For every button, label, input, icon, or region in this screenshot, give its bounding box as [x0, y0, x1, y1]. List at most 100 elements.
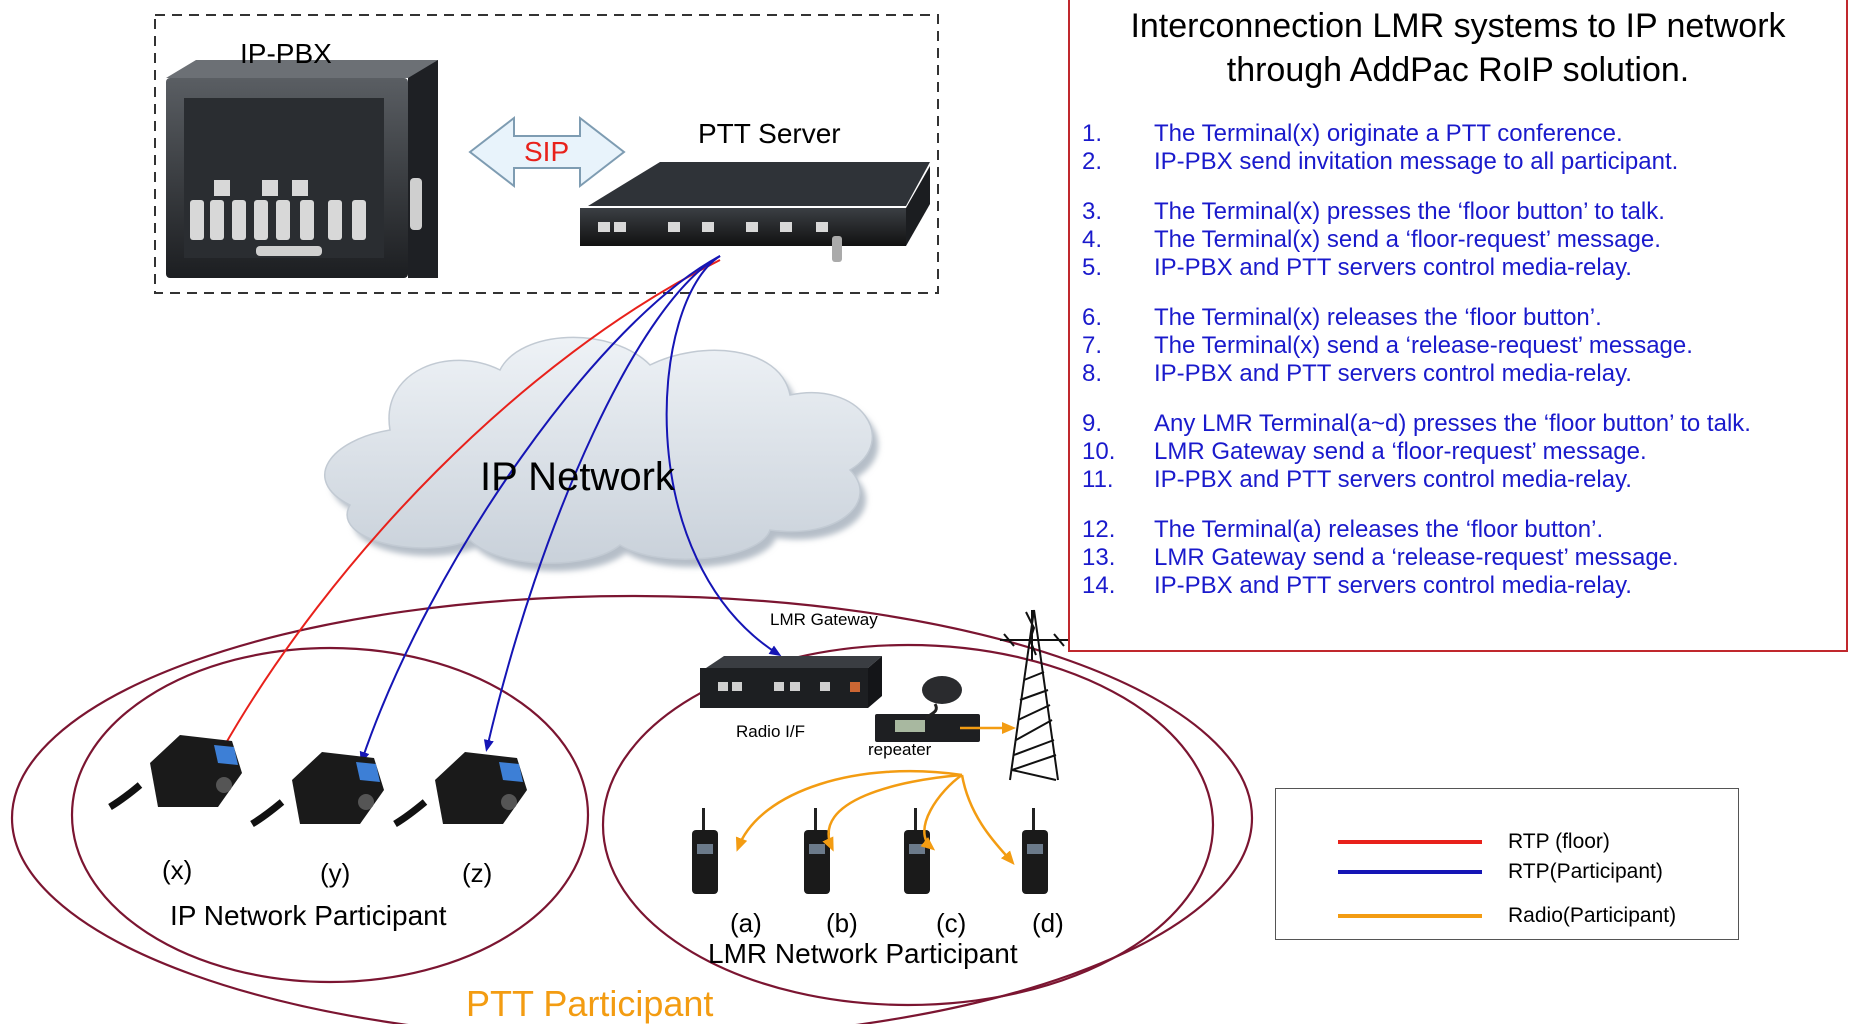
step-text: LMR Gateway send a ‘floor-request’ messa…: [1154, 438, 1647, 465]
phone-label-x: (x): [162, 855, 193, 885]
step-group: 12. The Terminal(a) releases the ‘floor b…: [1082, 516, 1842, 600]
step-text: LMR Gateway send a ‘release-request’ mes…: [1154, 544, 1679, 571]
step-number: 4.: [1082, 226, 1103, 253]
step-number: 2.: [1082, 148, 1103, 175]
step-text: The Terminal(x) send a ‘floor-request’ m…: [1154, 226, 1661, 253]
procedure-step: 11. IP-PBX and PTT servers control media-…: [1082, 466, 1842, 494]
step-group: 6. The Terminal(x) releases the ‘floor bu…: [1082, 304, 1842, 388]
step-number: 11.: [1082, 466, 1114, 493]
radio-handset-a: [692, 808, 718, 894]
legend-label: RTP(Participant): [1508, 860, 1663, 883]
step-text: IP-PBX and PTT servers control media-rel…: [1154, 360, 1632, 387]
procedure-step: 12. The Terminal(a) releases the ‘floor b…: [1082, 516, 1842, 544]
legend-swatch: [1338, 870, 1482, 874]
lmr-gateway-device: [700, 656, 882, 708]
legend-item: RTP (floor): [1276, 827, 1738, 857]
radio-line-a: [735, 769, 963, 852]
procedure-step: 2. IP-PBX send invitation message to all …: [1082, 148, 1842, 176]
step-text: IP-PBX and PTT servers control media-rel…: [1154, 572, 1632, 599]
procedure-title-line1: Interconnection LMR systems to IP networ…: [1130, 7, 1786, 45]
step-number: 1.: [1082, 120, 1103, 147]
radio-handset-b: [804, 808, 830, 894]
step-text: IP-PBX send invitation message to all pa…: [1154, 148, 1679, 175]
procedure-title: Interconnection LMR systems to IP networ…: [1070, 4, 1846, 92]
step-number: 5.: [1082, 254, 1103, 281]
lmr-network-participant-label: LMR Network Participant: [708, 938, 1018, 969]
radio-handset-d: [1022, 808, 1048, 894]
step-text: The Terminal(x) originate a PTT conferen…: [1154, 120, 1623, 147]
ptt-server-label: PTT Server: [698, 118, 841, 149]
radio-if-label: Radio I/F: [736, 722, 805, 741]
repeater-label: repeater: [868, 740, 932, 759]
ip-phone-x: [108, 735, 242, 811]
procedure-steps: 1. The Terminal(x) originate a PTT confer…: [1082, 120, 1842, 622]
ip-phone-z: [393, 752, 527, 828]
procedure-step: 3. The Terminal(x) presses the ‘floor but…: [1082, 198, 1842, 226]
sip-label: SIP: [524, 136, 570, 167]
antenna-tower: [1000, 609, 1070, 781]
procedure-step: 5. IP-PBX and PTT servers control media-r…: [1082, 254, 1842, 282]
procedure-step: 4. The Terminal(x) send a ‘floor-request’…: [1082, 226, 1842, 254]
repeater-device: [875, 676, 980, 742]
radio-line-b: [822, 773, 963, 852]
rtp-participant-line-lmr: [665, 255, 782, 657]
radio-line-c: [920, 773, 963, 851]
legend-item: Radio(Participant): [1276, 901, 1738, 931]
ip-network-label: IP Network: [480, 455, 675, 499]
ip-pbx-label: IP-PBX: [240, 38, 332, 69]
legend-swatch: [1338, 840, 1482, 844]
step-text: IP-PBX and PTT servers control media-rel…: [1154, 254, 1632, 281]
ip-network-participant-group: [70, 646, 590, 984]
ptt-participant-group: [11, 594, 1253, 1024]
step-group: 9.Any LMR Terminal(a~d) presses the ‘flo…: [1082, 410, 1842, 494]
rtp-participant-line-y: [359, 255, 721, 764]
radio-line-d: [960, 774, 1015, 866]
phone-label-z: (z): [462, 858, 493, 888]
step-text: The Terminal(x) presses the ‘floor butto…: [1154, 198, 1665, 225]
step-text: The Terminal(a) releases the ‘floor butt…: [1154, 516, 1604, 543]
procedure-step: 13. LMR Gateway send a ‘release-request’ …: [1082, 544, 1842, 572]
procedure-step: 6. The Terminal(x) releases the ‘floor bu…: [1082, 304, 1842, 332]
procedure-panel: Interconnection LMR systems to IP networ…: [1068, 0, 1848, 652]
radio-label-a: (a): [730, 908, 762, 938]
legend-item: RTP(Participant): [1276, 857, 1738, 887]
procedure-step: 1. The Terminal(x) originate a PTT confer…: [1082, 120, 1842, 148]
sip-double-arrow: [468, 115, 626, 189]
lmr-gateway-label: LMR Gateway: [770, 610, 878, 629]
legend-swatch: [1338, 914, 1482, 918]
radio-label-c: (c): [936, 908, 967, 938]
phone-label-y: (y): [320, 858, 351, 888]
ip-network-participant-label: IP Network Participant: [170, 900, 447, 931]
procedure-step: 10. LMR Gateway send a ‘floor-request’ me…: [1082, 438, 1842, 466]
step-number: 3.: [1082, 198, 1103, 225]
step-number: 8.: [1082, 360, 1103, 387]
procedure-step: 9.Any LMR Terminal(a~d) presses the ‘flo…: [1082, 410, 1842, 438]
ip-network-cloud: [324, 336, 879, 572]
procedure-step: 8. IP-PBX and PTT servers control media-r…: [1082, 360, 1842, 388]
step-group: 1. The Terminal(x) originate a PTT confer…: [1082, 120, 1842, 176]
step-text: IP-PBX and PTT servers control media-rel…: [1154, 466, 1632, 493]
legend-label: RTP (floor): [1508, 830, 1610, 853]
rtp-floor-line: [221, 259, 721, 751]
lmr-network-participant-group: [601, 643, 1215, 1007]
legend: RTP (floor) RTP(Participant) Radio(Partici…: [1275, 788, 1739, 940]
server-enclosure: [154, 14, 939, 294]
procedure-step: 7. The Terminal(x) send a ‘release-reques…: [1082, 332, 1842, 360]
step-group: 3. The Terminal(x) presses the ‘floor but…: [1082, 198, 1842, 282]
step-text: The Terminal(x) releases the ‘floor butt…: [1154, 304, 1602, 331]
step-text: The Terminal(x) send a ‘release-request’…: [1154, 332, 1693, 359]
procedure-step: 14. IP-PBX and PTT servers control media-…: [1082, 572, 1842, 600]
step-number: 7.: [1082, 332, 1103, 359]
radio-label-d: (d): [1032, 908, 1064, 938]
step-number: 12.: [1082, 516, 1116, 543]
radio-label-b: (b): [826, 908, 858, 938]
step-number: 13.: [1082, 544, 1116, 571]
ip-pbx-device: [166, 60, 438, 278]
step-number: 9.: [1082, 410, 1103, 437]
step-number: 14.: [1082, 572, 1116, 599]
step-number: 6.: [1082, 304, 1103, 331]
ip-phone-y: [250, 752, 384, 828]
step-number: 10.: [1082, 438, 1116, 465]
ptt-participant-label: PTT Participant: [466, 983, 714, 1024]
